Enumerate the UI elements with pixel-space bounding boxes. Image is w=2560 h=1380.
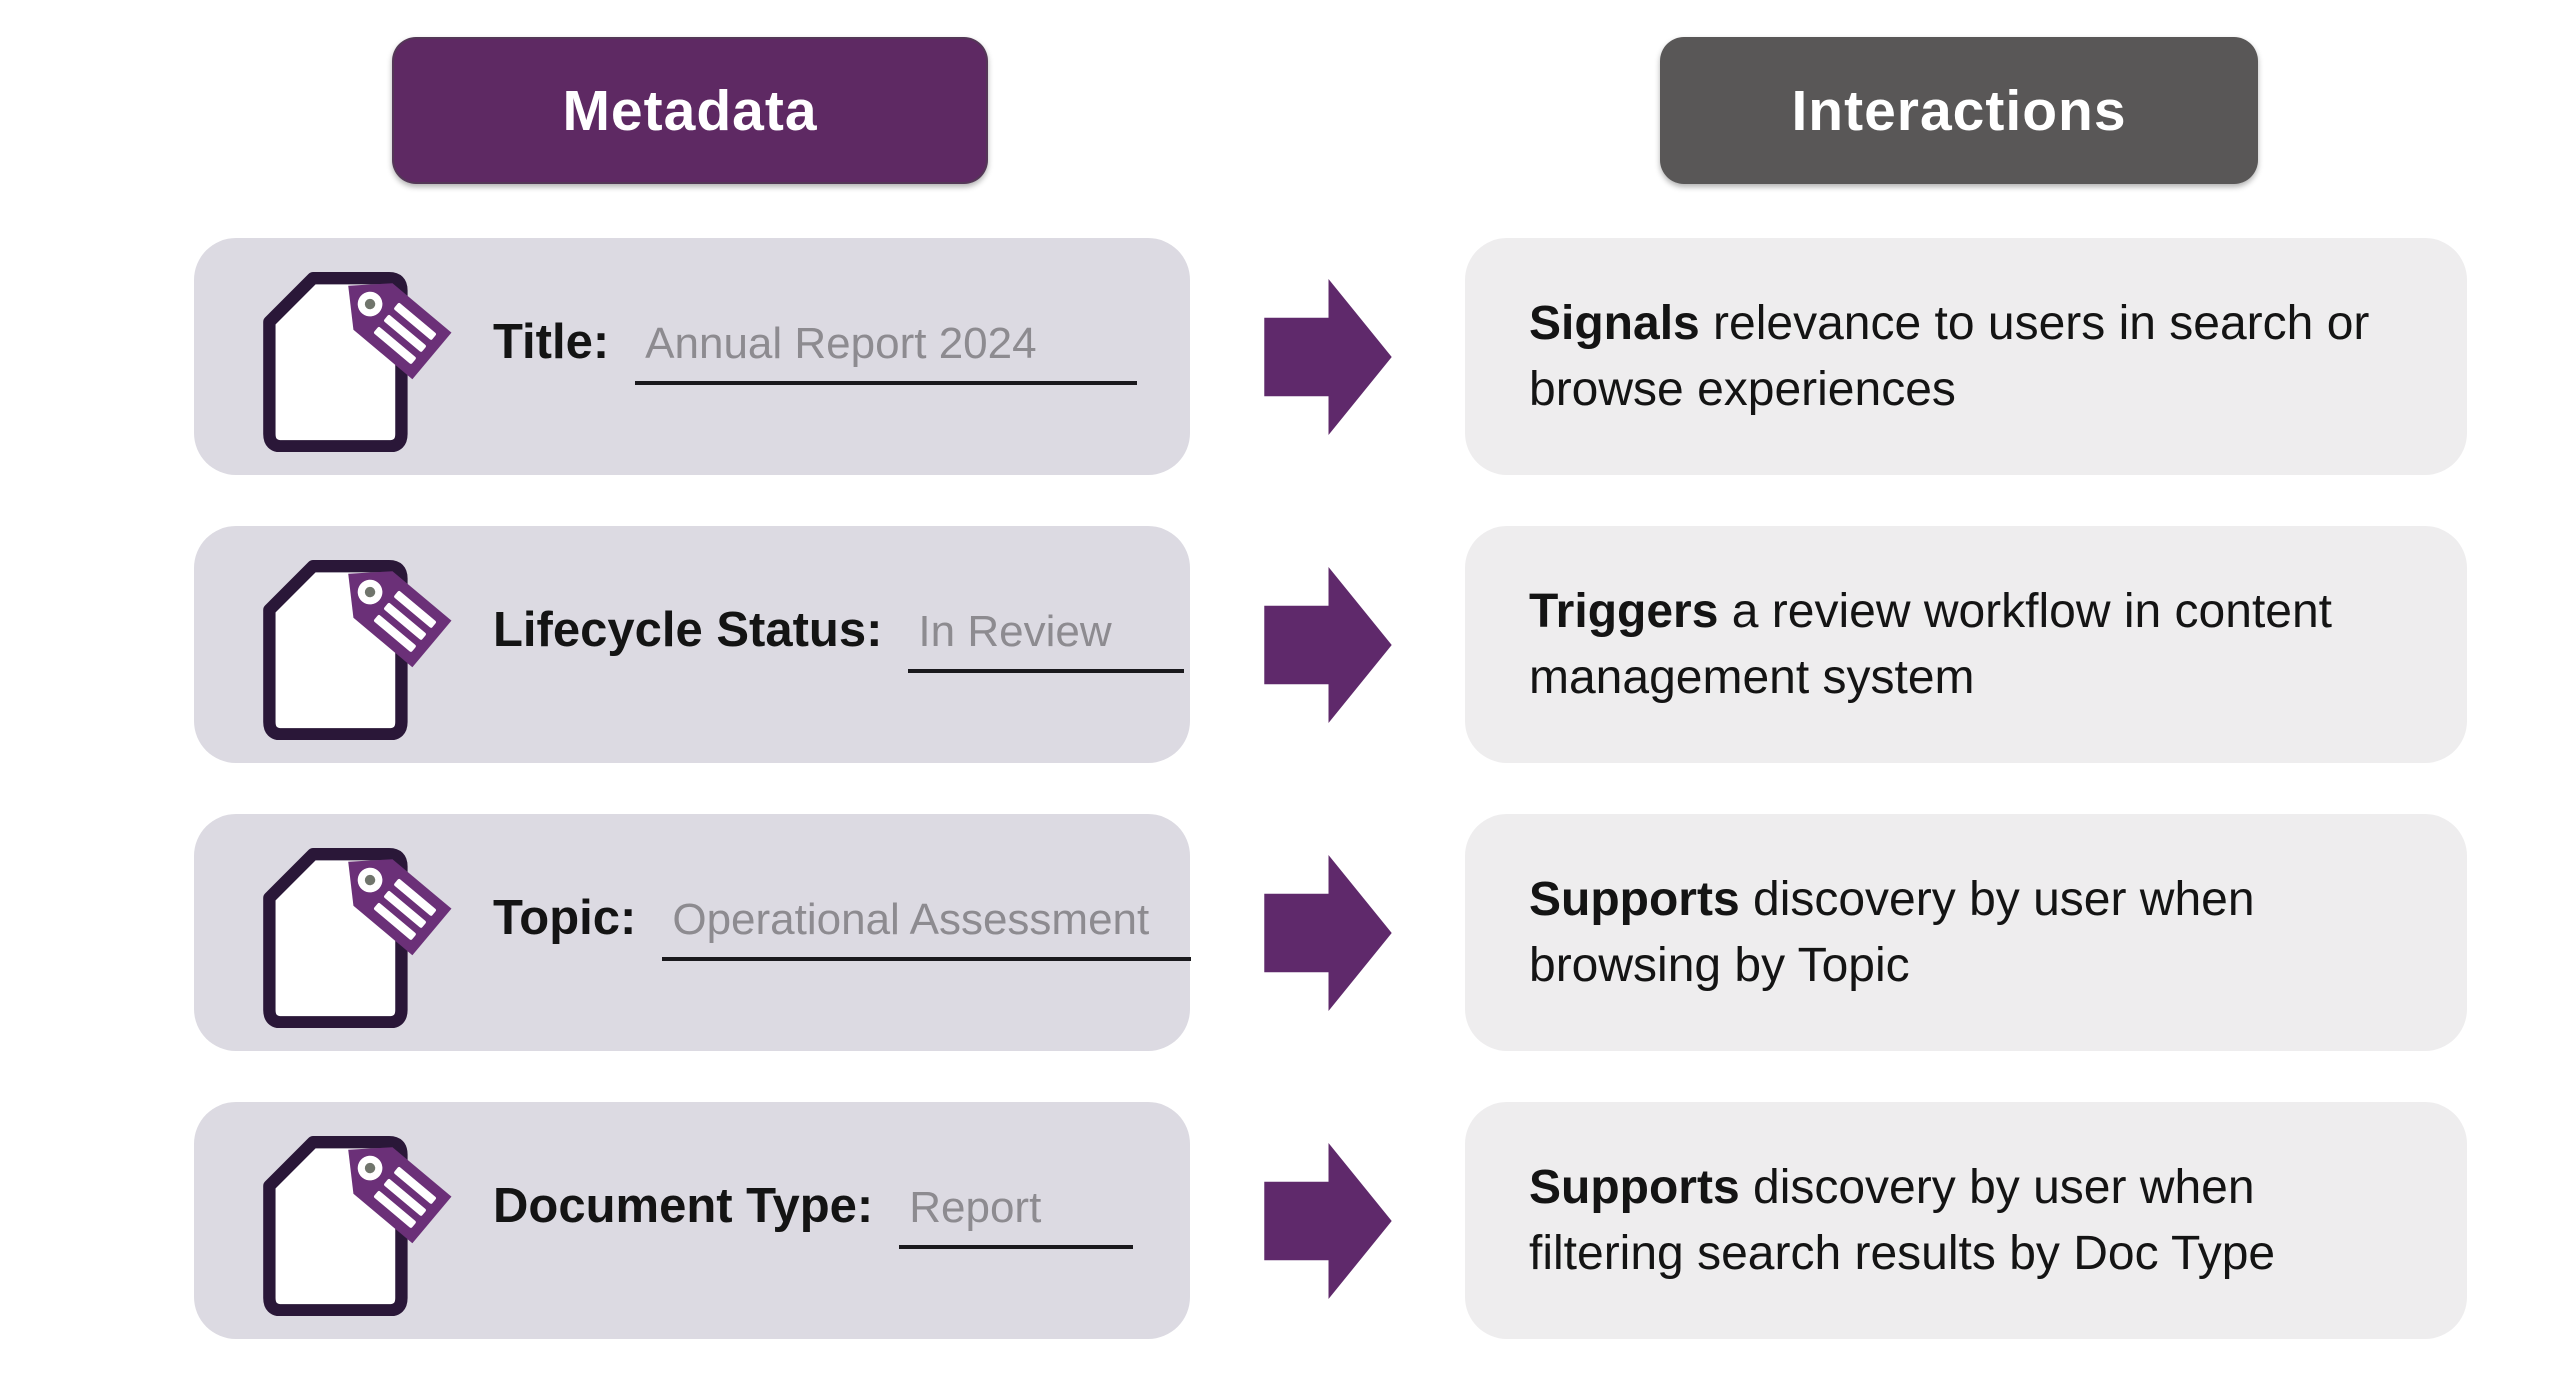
arrow-container <box>1190 566 1465 723</box>
right-arrow-icon <box>1263 566 1392 723</box>
metadata-field: Topic: Operational Assessment <box>493 890 1192 961</box>
field-value: Annual Report 2024 <box>635 319 1137 385</box>
field-value: Operational Assessment <box>662 895 1192 961</box>
metadata-column-header: Metadata <box>392 37 988 184</box>
interaction-card: Supports discovery by user when browsing… <box>1465 814 2467 1051</box>
description-line1: discovery by user when <box>1739 1160 2255 1214</box>
field-label: Document Type: <box>493 1179 874 1233</box>
document-tag-icon <box>263 271 452 452</box>
document-tag-icon <box>263 847 452 1028</box>
metadata-card: Title: Annual Report 2024 <box>194 238 1190 475</box>
metadata-card: Lifecycle Status: In Review <box>194 526 1190 763</box>
arrow-container <box>1190 278 1465 435</box>
metadata-card: Document Type: Report <box>194 1102 1190 1339</box>
field-value: In Review <box>908 607 1184 673</box>
right-arrow-icon <box>1263 1142 1392 1299</box>
description-line1: a review workflow in content <box>1718 584 2332 638</box>
description-line1: discovery by user when <box>1739 872 2255 926</box>
interaction-card: Triggers a review workflow in content ma… <box>1465 526 2467 763</box>
metadata-field: Document Type: Report <box>493 1178 1134 1249</box>
diagram-row-title: Title: Annual Report 2024 Signals releva… <box>194 238 2560 475</box>
metadata-field: Lifecycle Status: In Review <box>493 602 1184 673</box>
metadata-header-label: Metadata <box>562 78 818 143</box>
field-label: Title: <box>493 315 610 369</box>
description-line2: management system <box>1529 650 1975 704</box>
interaction-description: Supports discovery by user when browsing… <box>1529 867 2255 999</box>
description-line2: browsing by Topic <box>1529 938 1910 992</box>
field-label: Lifecycle Status: <box>493 603 883 657</box>
document-tag-icon <box>263 559 452 740</box>
description-line1: relevance to users in search or <box>1699 296 2370 350</box>
description-bold-word: Supports <box>1529 1160 1740 1214</box>
field-label: Topic: <box>493 891 637 945</box>
interaction-description: Supports discovery by user when filterin… <box>1529 1155 2275 1287</box>
right-arrow-icon <box>1263 278 1392 435</box>
description-line2: filtering search results by Doc Type <box>1529 1226 2276 1280</box>
arrow-container <box>1190 854 1465 1011</box>
description-bold-word: Signals <box>1529 296 1700 350</box>
document-tag-icon <box>263 1135 452 1316</box>
description-bold-word: Triggers <box>1529 584 1719 638</box>
interactions-column-header: Interactions <box>1660 37 2258 184</box>
interaction-description: Triggers a review workflow in content ma… <box>1529 579 2332 711</box>
field-value: Report <box>899 1183 1134 1249</box>
metadata-card: Topic: Operational Assessment <box>194 814 1192 1051</box>
interaction-description: Signals relevance to users in search or … <box>1529 291 2369 423</box>
column-headers: Metadata Interactions <box>0 0 2560 184</box>
diagram-row-document-type: Document Type: Report Supports discovery… <box>194 1102 2560 1339</box>
diagram-row-lifecycle-status: Lifecycle Status: In Review Triggers a r… <box>194 526 2560 763</box>
interactions-header-label: Interactions <box>1791 78 2127 143</box>
right-arrow-icon <box>1263 854 1392 1011</box>
description-bold-word: Supports <box>1529 872 1740 926</box>
diagram-rows: Title: Annual Report 2024 Signals releva… <box>0 238 2560 1339</box>
interaction-card: Supports discovery by user when filterin… <box>1465 1102 2467 1339</box>
interaction-card: Signals relevance to users in search or … <box>1465 238 2467 475</box>
diagram-row-topic: Topic: Operational Assessment Supports d… <box>194 814 2560 1051</box>
arrow-container <box>1190 1142 1465 1299</box>
metadata-field: Title: Annual Report 2024 <box>493 314 1137 385</box>
description-line2: browse experiences <box>1529 362 1956 416</box>
